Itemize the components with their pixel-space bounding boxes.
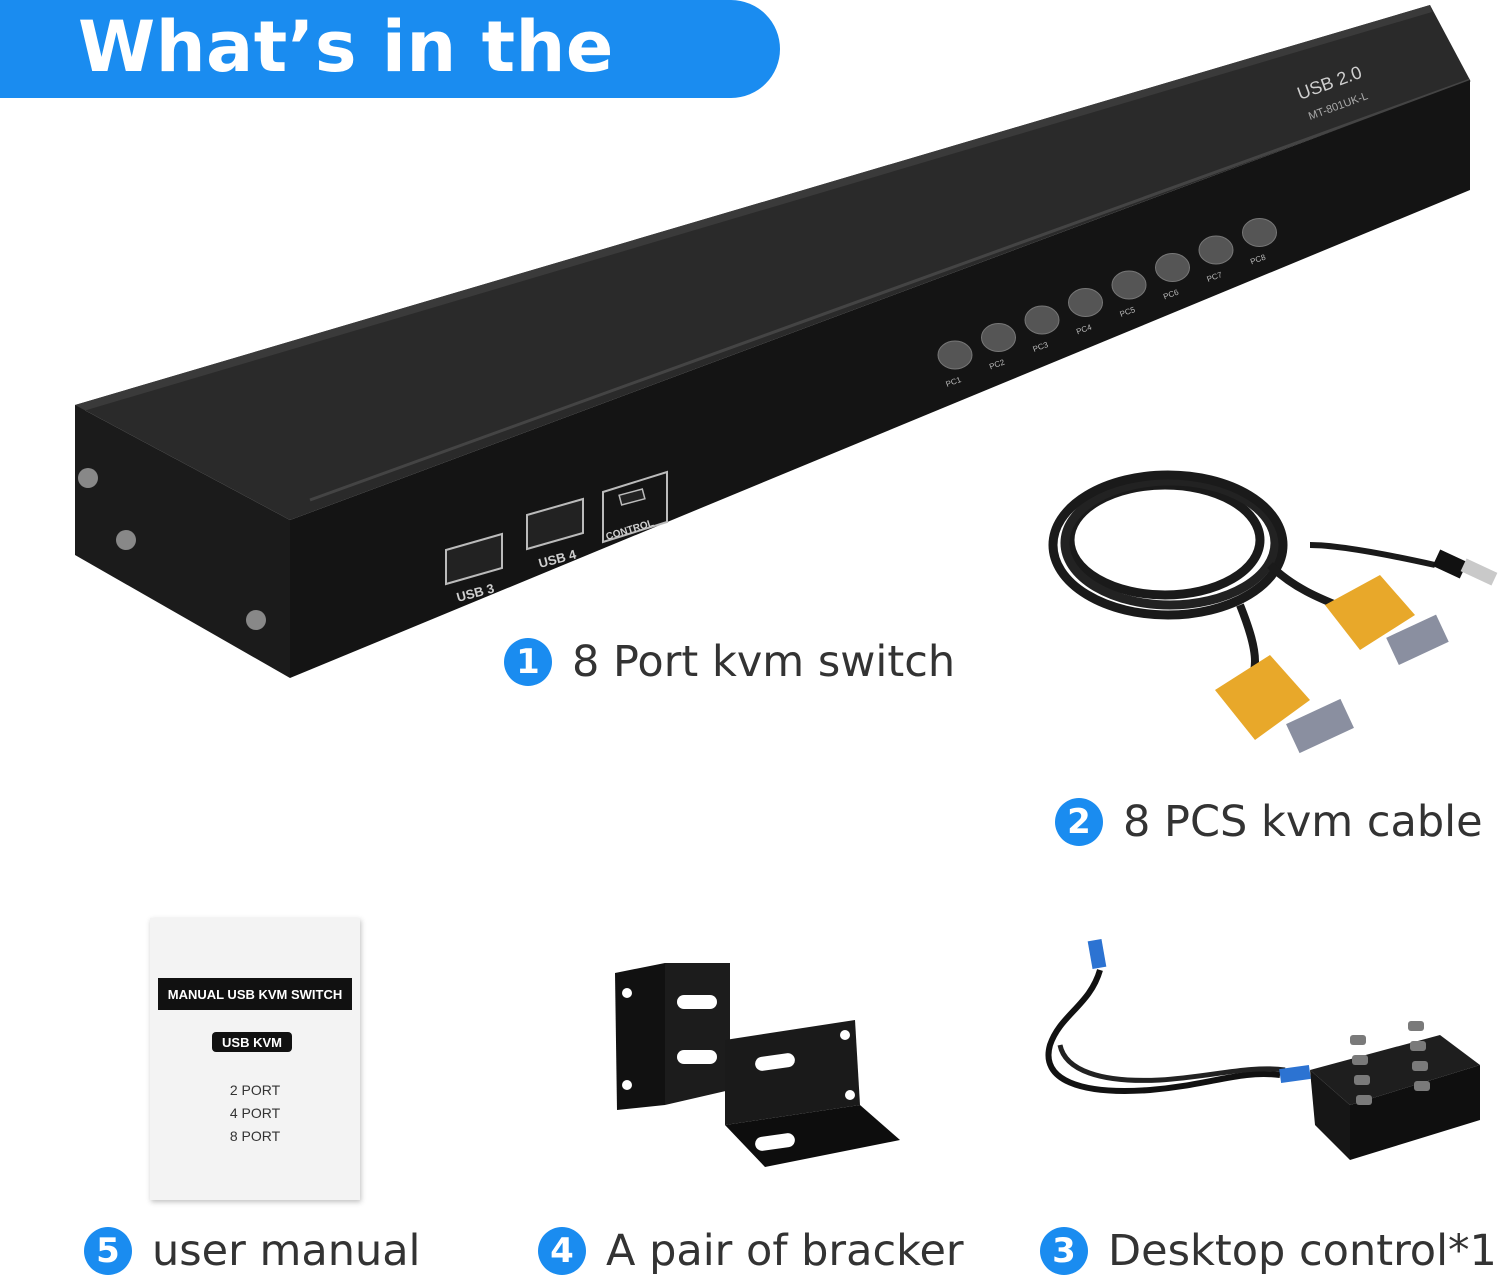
item-text: A pair of bracker <box>606 1226 964 1276</box>
remote-button <box>1410 1041 1426 1051</box>
manual-option: 2 PORT <box>229 1082 281 1098</box>
header-banner: What’s in the box <box>0 0 780 170</box>
item-number-badge: 1 <box>504 638 552 686</box>
manual-title: MANUAL USB KVM SWITCH <box>167 986 343 1002</box>
item-number-badge: 4 <box>538 1227 586 1275</box>
remote-button <box>1350 1035 1366 1045</box>
item-label-kvm-cable: 2 8 PCS kvm cable <box>1055 797 1483 847</box>
pc-button <box>1242 218 1277 247</box>
screw-icon <box>246 610 266 630</box>
remote-button <box>1356 1095 1372 1105</box>
pc-button <box>1155 253 1190 282</box>
pc-button <box>937 340 973 370</box>
manual-badge-text: USB KVM <box>222 1034 282 1050</box>
bracket-pair-image <box>615 963 900 1167</box>
item-number-badge: 3 <box>1040 1227 1088 1275</box>
remote-button <box>1354 1075 1370 1085</box>
pc-button <box>1024 305 1060 335</box>
item-label-kvm-switch: 1 8 Port kvm switch <box>504 637 955 687</box>
manual-option: 4 PORT <box>229 1105 281 1121</box>
pc-button <box>1198 235 1234 265</box>
pc-button <box>1111 270 1147 300</box>
remote-button <box>1412 1061 1428 1071</box>
desktop-control-image <box>1045 938 1480 1160</box>
item-number-badge: 5 <box>84 1227 132 1275</box>
user-manual-image: MANUAL USB KVM SWITCH USB KVM 2 PORT 4 P… <box>150 918 360 1200</box>
manual-badge: USB KVM <box>212 1032 292 1052</box>
remote-buttons <box>1350 1021 1430 1105</box>
manual-title-bar: MANUAL USB KVM SWITCH <box>158 978 352 1010</box>
remote-button <box>1408 1021 1424 1031</box>
screw-icon <box>116 530 136 550</box>
item-number-badge: 2 <box>1055 798 1103 846</box>
remote-button <box>1352 1055 1368 1065</box>
item-label-user-manual: 5 user manual <box>84 1226 421 1276</box>
manual-option: 8 PORT <box>229 1128 281 1144</box>
item-label-bracket: 4 A pair of bracker <box>538 1226 964 1276</box>
item-text: Desktop control*1 <box>1108 1226 1497 1276</box>
item-text: 8 Port kvm switch <box>572 637 956 687</box>
pc-button <box>1068 288 1103 317</box>
item-text: user manual <box>152 1226 421 1276</box>
item-label-desktop-control: 3 Desktop control*1 <box>1040 1226 1497 1276</box>
banner-title: What’s in the box <box>78 6 614 170</box>
usb-3-port: USB 3 <box>445 532 503 605</box>
item-text: 8 PCS kvm cable <box>1123 797 1483 847</box>
kvm-cable-image <box>1048 470 1498 754</box>
kvm-switch-image: USB 2.0 MT-801UK-L PC1PC2PC3PC4PC5PC6PC7… <box>75 5 1471 678</box>
pc-button <box>981 323 1016 352</box>
remote-button <box>1414 1081 1430 1091</box>
vga-connector-icon <box>1215 655 1310 740</box>
vga-connector-icon <box>1325 575 1415 650</box>
screw-icon <box>78 468 98 488</box>
